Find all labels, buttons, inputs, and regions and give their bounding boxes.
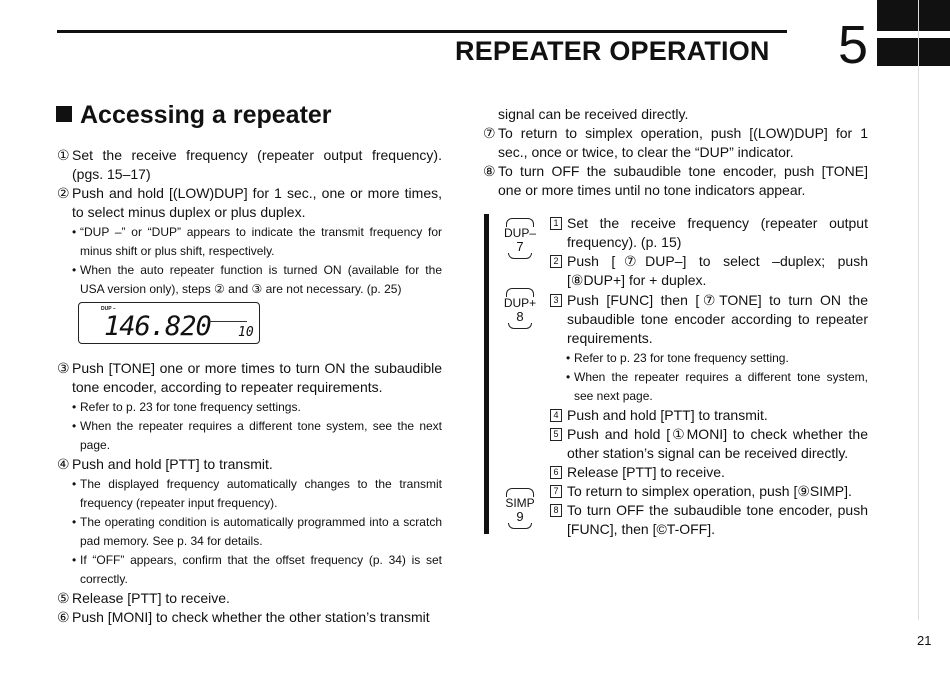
step-4-note-2: •The operating condition is automaticall…: [72, 515, 442, 549]
lcd-dup-indicator: DUP –: [101, 306, 116, 312]
page-edge-line: [918, 0, 919, 620]
dup-minus-key-icon: DUP–7: [503, 218, 537, 259]
step-4-note-3: •If “OFF” appears, confirm that the offs…: [72, 553, 442, 587]
dup-plus-key-icon: DUP+8: [503, 288, 537, 329]
section-title: Accessing a repeater: [56, 101, 332, 130]
step-3-note-1: •Refer to p. 23 for tone frequency setti…: [72, 400, 301, 414]
header-rule: [57, 30, 787, 33]
chapter-number: 5: [838, 15, 869, 75]
step-2-note-2: •When the auto repeater function is turn…: [72, 263, 442, 297]
step-3-note-2: •When the repeater requires a different …: [72, 419, 442, 453]
square-bullet-icon: [56, 106, 72, 122]
lcd-memory-channel: 10: [238, 325, 254, 340]
lcd-display: DUP – 146.820 10: [78, 302, 260, 344]
procedure-step-3-note-1: •Refer to p. 23 for tone frequency setti…: [566, 351, 789, 365]
lcd-frequency: 146.820: [104, 311, 212, 342]
procedure-sidebar: [484, 214, 489, 534]
chapter-tab-bottom: [877, 38, 950, 66]
step-6-continued: signal can be received directly.: [498, 106, 689, 122]
page-number: 21: [917, 633, 932, 648]
signal-meter-icon: [209, 317, 247, 322]
step-2-note-1: •“DUP –” or “DUP” appears to indicate th…: [72, 225, 442, 259]
procedure-step-3-note-2: •When the repeater requires a different …: [566, 370, 868, 404]
step-4-note-1: •The displayed frequency automatically c…: [72, 477, 442, 511]
chapter-title: REPEATER OPERATION: [455, 36, 770, 66]
chapter-tab-top: [877, 0, 950, 31]
